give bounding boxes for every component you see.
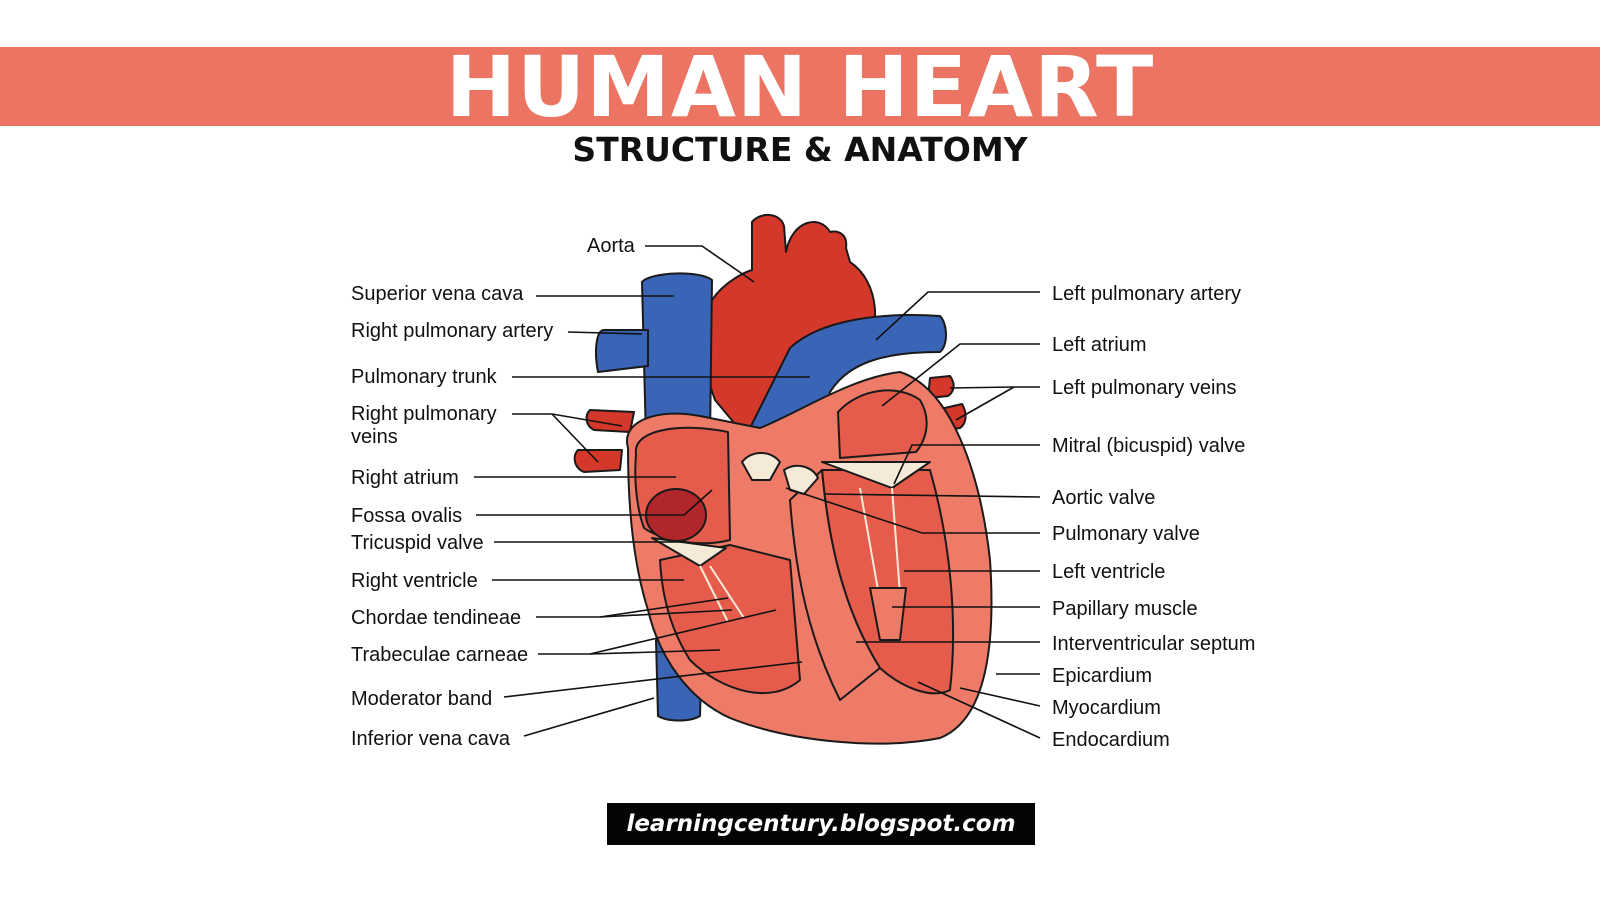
leader-fossa-ovalis [476, 489, 713, 516]
leader-trabeculae-b [589, 649, 721, 655]
label-tricuspid-valve: Tricuspid valve [351, 532, 484, 554]
label-aorta: Aorta [587, 235, 636, 257]
leader-aorta [645, 245, 755, 283]
label-left-atrium: Left atrium [1052, 334, 1146, 356]
label-moderator-band: Moderator band [351, 688, 492, 710]
right-pulmonary-vein-upper [585, 409, 635, 433]
label-chordae-tendineae: Chordae tendineae [351, 607, 521, 629]
aortic-valve-shape [741, 452, 781, 481]
leader-lines [474, 245, 1041, 739]
tricuspid-valve-shape [651, 537, 727, 567]
label-pulmonary-valve: Pulmonary valve [1052, 523, 1200, 545]
label-right-atrium: Right atrium [351, 467, 459, 489]
footer-banner: learningcentury.blogspot.com [607, 803, 1035, 845]
label-myocardium: Myocardium [1052, 697, 1161, 719]
label-trabeculae-carneae: Trabeculae carneae [351, 644, 528, 666]
leader-myocardium [959, 687, 1041, 707]
label-right-pulmonary-veins-line2: veins [351, 426, 398, 448]
leader-right-pulmonary-veins-b [551, 413, 599, 463]
leader-endocardium [917, 681, 1041, 739]
label-fossa-ovalis: Fossa ovalis [351, 505, 462, 527]
label-right-pulmonary-artery: Right pulmonary artery [351, 320, 553, 342]
leader-left-pulmonary-veins-b [955, 386, 1015, 421]
leader-chordae-b [599, 597, 729, 618]
left-atrium-chamber [837, 389, 928, 459]
leader-pulmonary-valve [785, 487, 1040, 534]
superior-vena-cava-shape [641, 272, 713, 441]
footer-url: learningcentury.blogspot.com [626, 811, 1016, 837]
label-endocardium: Endocardium [1052, 729, 1170, 751]
papillary-muscle-shape [869, 587, 907, 641]
leader-moderator-band [503, 661, 803, 698]
mitral-valve-shape [821, 461, 931, 489]
label-right-pulmonary-veins-line1: Right pulmonary [351, 403, 497, 425]
leader-mitral-valve [893, 444, 1040, 485]
label-aortic-valve: Aortic valve [1052, 487, 1155, 509]
label-left-ventricle: Left ventricle [1052, 561, 1165, 583]
page-subtitle: STRUCTURE & ANATOMY [572, 130, 1028, 169]
label-left-pulmonary-artery: Left pulmonary artery [1052, 283, 1241, 305]
label-papillary-muscle: Papillary muscle [1052, 598, 1198, 620]
right-ventricle-chamber [659, 544, 801, 695]
left-pulmonary-vein-upper [927, 375, 955, 399]
right-pulmonary-artery-shape [595, 329, 649, 373]
leader-right-pulmonary-artery [567, 331, 643, 335]
leader-left-atrium [881, 343, 1040, 407]
leader-aortic-valve [823, 493, 1041, 498]
label-inferior-vena-cava: Inferior vena cava [351, 728, 511, 750]
label-right-ventricle: Right ventricle [351, 570, 478, 592]
chordae-lines [699, 487, 901, 623]
leader-left-pulmonary-veins-a [949, 386, 1040, 389]
label-left-pulmonary-veins: Left pulmonary veins [1052, 377, 1237, 399]
label-pulmonary-trunk: Pulmonary trunk [351, 366, 498, 388]
pulmonary-valve-shape [783, 464, 819, 495]
page-title: HUMAN HEART [445, 38, 1155, 136]
label-epicardium: Epicardium [1052, 665, 1152, 687]
leader-inferior-vena-cava [523, 697, 655, 737]
label-mitral-valve: Mitral (bicuspid) valve [1052, 435, 1245, 457]
title-banner [0, 47, 1600, 126]
leader-left-pulmonary-artery [875, 291, 1040, 341]
label-superior-vena-cava: Superior vena cava [351, 283, 524, 305]
label-interventricular-septum: Interventricular septum [1052, 633, 1255, 655]
right-pulmonary-vein-lower [573, 449, 623, 473]
